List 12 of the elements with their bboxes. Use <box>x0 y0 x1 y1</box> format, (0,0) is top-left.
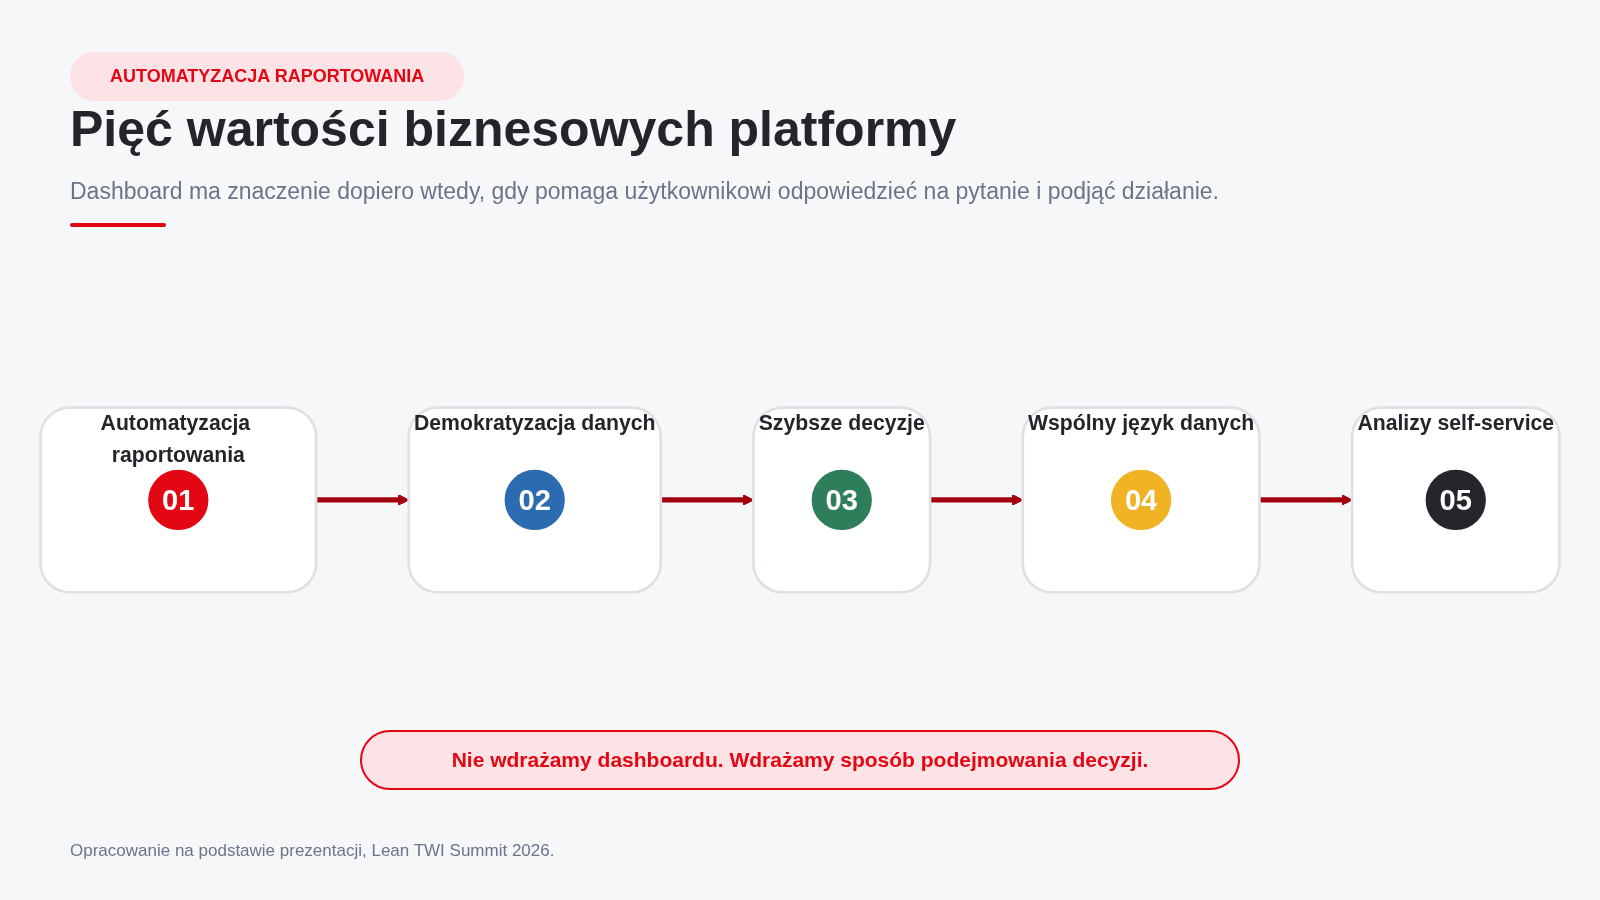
subtitle: Dashboard ma znaczenie dopiero wtedy, gdy pomaga użytkownikowi odpowiedzieć na pytanie i podjąć działanie. <box>70 178 1219 205</box>
node-circle: 04 <box>1111 469 1172 531</box>
source-note: Opracowanie na podstawie prezentacji, Lean TWI Summit 2026. <box>70 841 555 861</box>
node-circle: 01 <box>148 469 209 531</box>
node-circle: 02 <box>504 469 565 531</box>
title: Pięć wartości biznesowych platformy <box>70 100 957 158</box>
category-badge: AUTOMATYZACJA RAPORTOWANIA <box>70 52 465 101</box>
arrow <box>1259 494 1353 506</box>
arrow <box>660 494 754 506</box>
node-circle: 03 <box>811 469 872 531</box>
key-message-banner: Nie wdrażamy dashboardu. Wdrażamy sposób podejmowania decyzji. <box>360 730 1240 790</box>
node-circle: 05 <box>1425 469 1486 531</box>
